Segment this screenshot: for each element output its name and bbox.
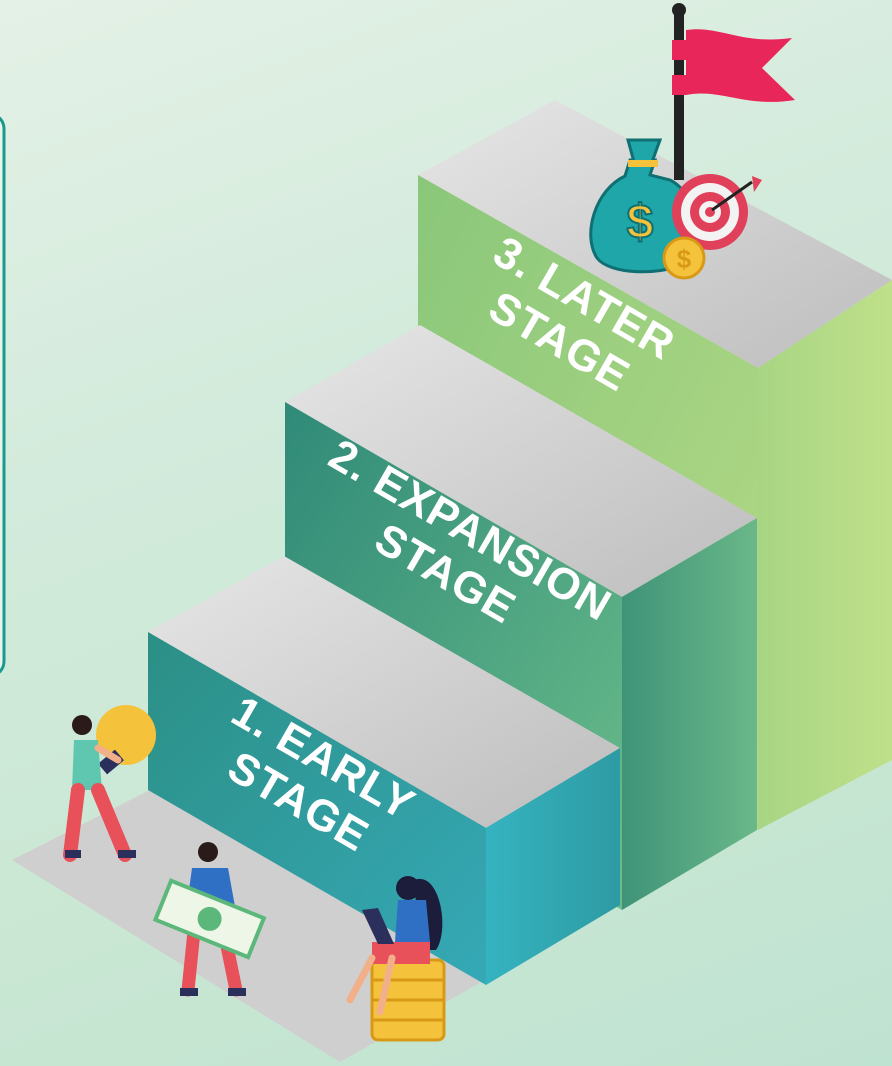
money-bag-icon: $: [589, 138, 698, 274]
banknote-icon: [152, 878, 267, 960]
target-icon: [672, 174, 762, 250]
step-2-side: [622, 518, 757, 910]
step-1-top: [148, 556, 620, 828]
step-3-side: [758, 280, 892, 830]
person-with-lightbulb: [63, 705, 156, 862]
lightbulb-icon: [96, 705, 156, 775]
step-1-side: [486, 748, 620, 985]
person-with-laptop: [346, 876, 446, 1042]
step-2-top: [285, 325, 757, 597]
money-bag-symbol: $: [627, 196, 654, 249]
side-panel-edge: [0, 116, 6, 674]
person-with-banknote: [152, 842, 267, 997]
coin-icon: $: [662, 236, 706, 280]
flag-icon: [672, 3, 795, 180]
laptop-icon: [362, 908, 394, 944]
coin-symbol: $: [677, 244, 692, 274]
